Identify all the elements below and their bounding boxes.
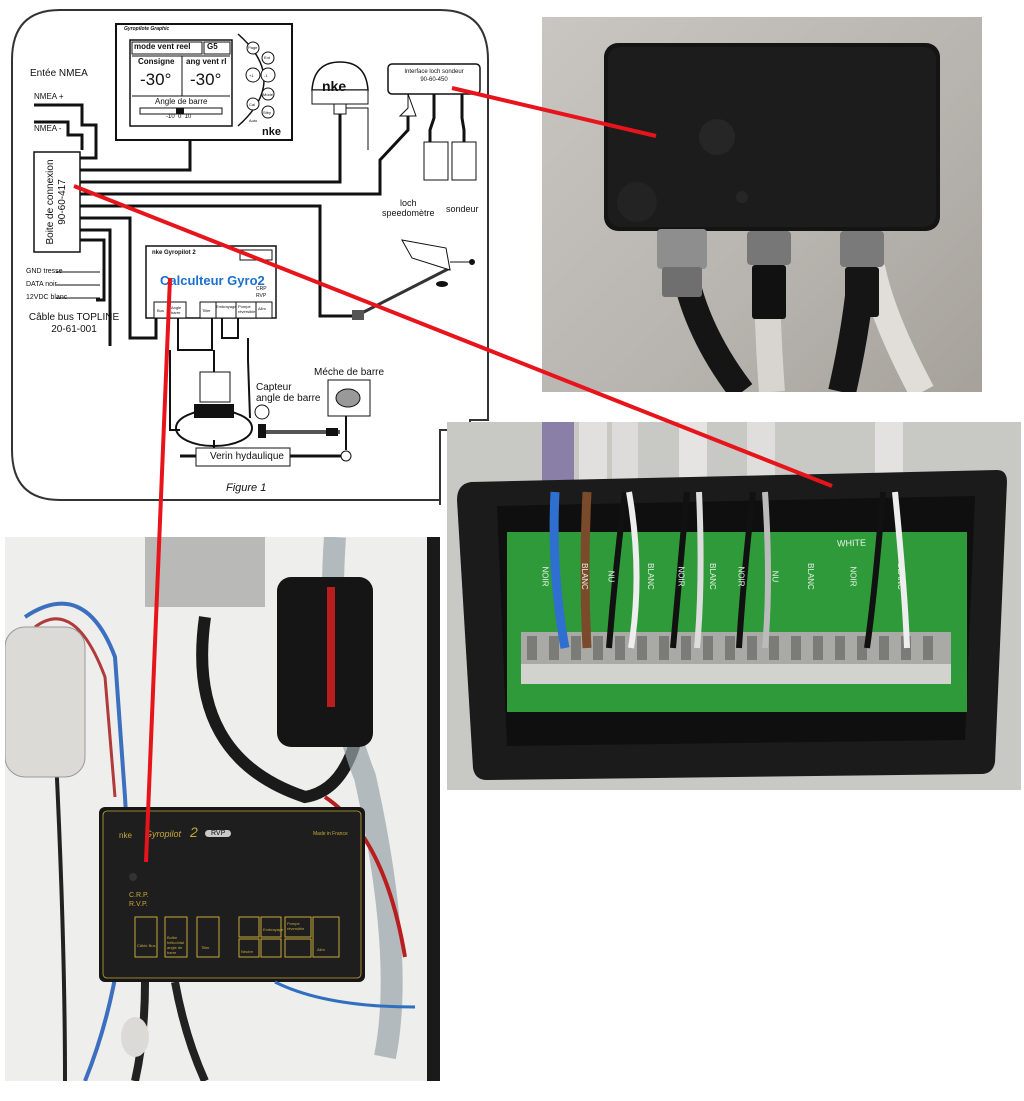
pcb-label-8: NU [770,570,780,583]
interface-label: Interface loch sondeur 90-60-450 [390,68,478,84]
display-key-plus: +1 [249,73,254,78]
gyro-crp: C.R.P. [129,892,149,899]
display-consigne: Consigne [138,57,175,66]
pcb-label-1: NOIR [540,566,550,587]
pcb-label-7: NOIR [736,566,746,587]
display-brand: Gyropilote Graphic [124,26,170,32]
gyro-slot-neutre: Neutre [241,949,254,954]
junction-box-label: Boite de connexion 90-60-417 [34,152,80,252]
calc-crp: CRP [256,286,267,292]
display-rudder-angle: Angle de barre [155,97,208,106]
pcb-label-6: BLANC [707,563,717,590]
nmea-input-title: Entée NMEA [30,68,88,79]
display-key-page: Page [248,45,258,50]
calc-brand: nke Gyropilot 2 [152,250,196,256]
gyro-product-num: 2 [190,824,198,840]
gyro-slot-angle: Bulbe hélicoïdal angle de barre [167,935,184,955]
pcb-label-2: BLANC [579,563,589,590]
data-label: DATA noir [26,281,57,288]
fuse-holder [277,577,373,747]
display-key-minus: -1 [264,73,268,78]
display-key-mode: Mode [263,92,274,97]
wind-sensor [355,266,451,318]
power-label: 12VDC blanc [26,294,68,301]
bus-cable-line2: 20-61-001 [51,324,97,335]
calc-title: Calculteur Gyro2 [160,273,265,288]
gnd-label: GND tresse [26,268,63,275]
meche-label: Méche de barre [314,367,385,378]
capteur-line2: angle de barre [256,393,321,404]
gyro-rvp-badge: RVP [205,830,232,837]
gyro-made: Made in France [313,831,348,837]
nmea-plus-label: NMEA + [34,92,64,101]
gyro-slot-bus: Câble Bus [137,943,156,948]
loch-line2: speedomètre [382,208,435,218]
junction-box [33,151,81,253]
bus-cable-label: Câble bus TOPLINE 20-61-001 [24,312,124,336]
pcb-header-label: WHITE [836,537,867,549]
display-logo: nke [262,126,281,138]
loch-label: loch speedomètre [382,198,435,218]
display-mode: mode vent reel [134,42,191,51]
gyro-brand: nke [119,831,132,840]
pcb-label-11: BLANC [895,563,905,590]
display-g5: G5 [207,42,218,51]
interface-line1: Interface loch sondeur [404,69,464,75]
display-key-cal: Cal [249,102,256,107]
interface-box-photo [542,17,982,392]
display-key-auto: Auto [249,118,258,123]
gyro-slot-alim: Alim [317,947,325,952]
gps-logo: nke [322,78,347,94]
sondeur-label: sondeur [446,204,479,214]
gyro-slot-embrayage: Embrayage [263,927,284,932]
installation-photo-svg [5,537,440,1081]
calc-slot-embrayage: Embrayage [216,304,237,309]
nmea-minus-label: NMEA - [34,124,62,133]
capteur-line1: Capteur [256,382,292,393]
calc-slot-angle: Angle barre [171,305,182,315]
display-scale: -10 0 10 [166,114,192,120]
verin-label: Verin hydaulique [210,451,284,462]
terminal-photo-svg [457,422,1007,780]
pcb-label-3: NU [606,570,616,583]
interface-line2: 90-60-450 [420,77,448,83]
calc-slot-alim: Alim [258,306,266,311]
capteur-label: Capteur angle de barre [256,382,321,404]
display-key-ent: Ent [264,55,271,60]
pcb-board [507,532,967,712]
schematic-diagram: Entée NMEA NMEA + NMEA - Boite de connex… [0,0,500,505]
gyro-slot-tiller: Tiller [201,945,210,950]
gyro-slot-pompe: Pompe réversible [287,921,305,931]
display-value-right: -30° [190,70,222,89]
interface-photo-svg [604,43,940,392]
gyro-rvp: R.V.P. [129,901,148,908]
display-ang-vent: ang vent rl [186,57,227,66]
gps-antenna [311,61,369,91]
calc-slot-bus: Bus [157,308,164,313]
calc-slot-tiller: Tiller [202,308,211,313]
terminal-board-photo: WHITE NOIR BLANC NU BLANC NOIR BLANC NOI… [447,422,1021,790]
pcb-label-9: BLANC [805,563,815,590]
gyro-product: Gyropilot [145,829,182,839]
pcb-label-10: NOIR [848,566,858,587]
bus-cable-line1: Câble bus TOPLINE [28,312,120,323]
display-value-left: -30° [140,70,172,89]
pcb-label-5: NOIR [676,566,686,587]
loch-line1: loch [400,198,417,208]
installation-photo: nke Gyropilot 2 RVP Made in France C.R.P… [5,537,440,1081]
junction-box-line2: 90-60-417 [57,179,68,225]
calc-rvp: RVP [256,293,267,299]
display-key-stby: Stby [263,110,272,115]
calc-slot-pompe: Pompe réversible [238,304,256,314]
pcb-label-4: BLANC [645,563,655,590]
junction-box-line1: Boite de connexion [45,159,56,245]
figure-caption: Figure 1 [226,482,267,494]
